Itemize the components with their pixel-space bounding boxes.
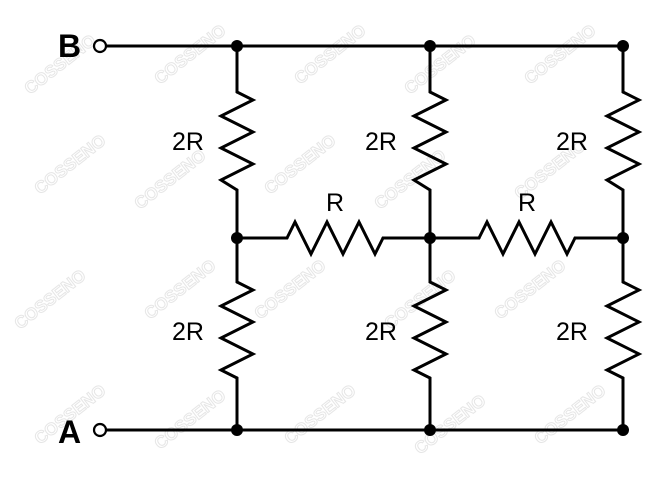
- resistor-bottom-left: [217, 280, 257, 380]
- junction-node: [617, 232, 629, 244]
- resistor-top-right: [603, 90, 643, 192]
- watermark-text: COSSENO: [251, 256, 330, 323]
- terminal-a: [92, 422, 108, 438]
- resistor-label-horizontal-right: R: [518, 189, 536, 217]
- resistor-horizontal-left: [285, 218, 385, 258]
- watermark-text: COSSENO: [11, 266, 90, 333]
- junction-node: [617, 424, 629, 436]
- watermark-text: COSSENO: [531, 381, 610, 448]
- junction-node: [424, 424, 436, 436]
- junction-node: [424, 232, 436, 244]
- watermark-text: COSSENO: [291, 21, 370, 88]
- resistor-label-horizontal-left: R: [326, 189, 344, 217]
- junction-node: [231, 40, 243, 52]
- watermark-text: COSSENO: [151, 21, 230, 88]
- watermark-text: COSSENO: [491, 256, 570, 323]
- watermark-text: COSSENO: [31, 131, 110, 198]
- resistor-label-bottom-right: 2R: [556, 318, 588, 346]
- junction-node: [231, 232, 243, 244]
- resistor-horizontal-right: [477, 218, 577, 258]
- resistor-label-top-middle: 2R: [365, 128, 397, 156]
- resistor-label-top-right: 2R: [556, 128, 588, 156]
- resistor-label-bottom-left: 2R: [172, 318, 204, 346]
- resistor-top-left: [217, 90, 257, 192]
- resistor-label-top-left: 2R: [172, 128, 204, 156]
- resistor-top-middle: [410, 90, 450, 192]
- resistor-label-bottom-middle: 2R: [365, 318, 397, 346]
- junction-node: [231, 424, 243, 436]
- watermark-text: COSSENO: [401, 31, 480, 98]
- junction-node: [424, 40, 436, 52]
- terminal-b-label: B: [58, 28, 81, 64]
- resistor-bottom-right: [603, 280, 643, 380]
- terminal-b: [92, 38, 108, 54]
- terminal-a-label: A: [58, 414, 81, 450]
- watermark-text: COSSENO: [281, 381, 360, 448]
- junction-node: [617, 40, 629, 52]
- resistor-bottom-middle: [410, 280, 450, 380]
- watermark-text: COSSENO: [521, 21, 600, 88]
- watermark-text: COSSENO: [151, 386, 230, 453]
- watermark-layer: COSSENO COSSENO COSSENO COSSENO COSSENO …: [10, 20, 610, 458]
- watermark-text: COSSENO: [411, 391, 490, 458]
- watermark-text: COSSENO: [141, 256, 220, 323]
